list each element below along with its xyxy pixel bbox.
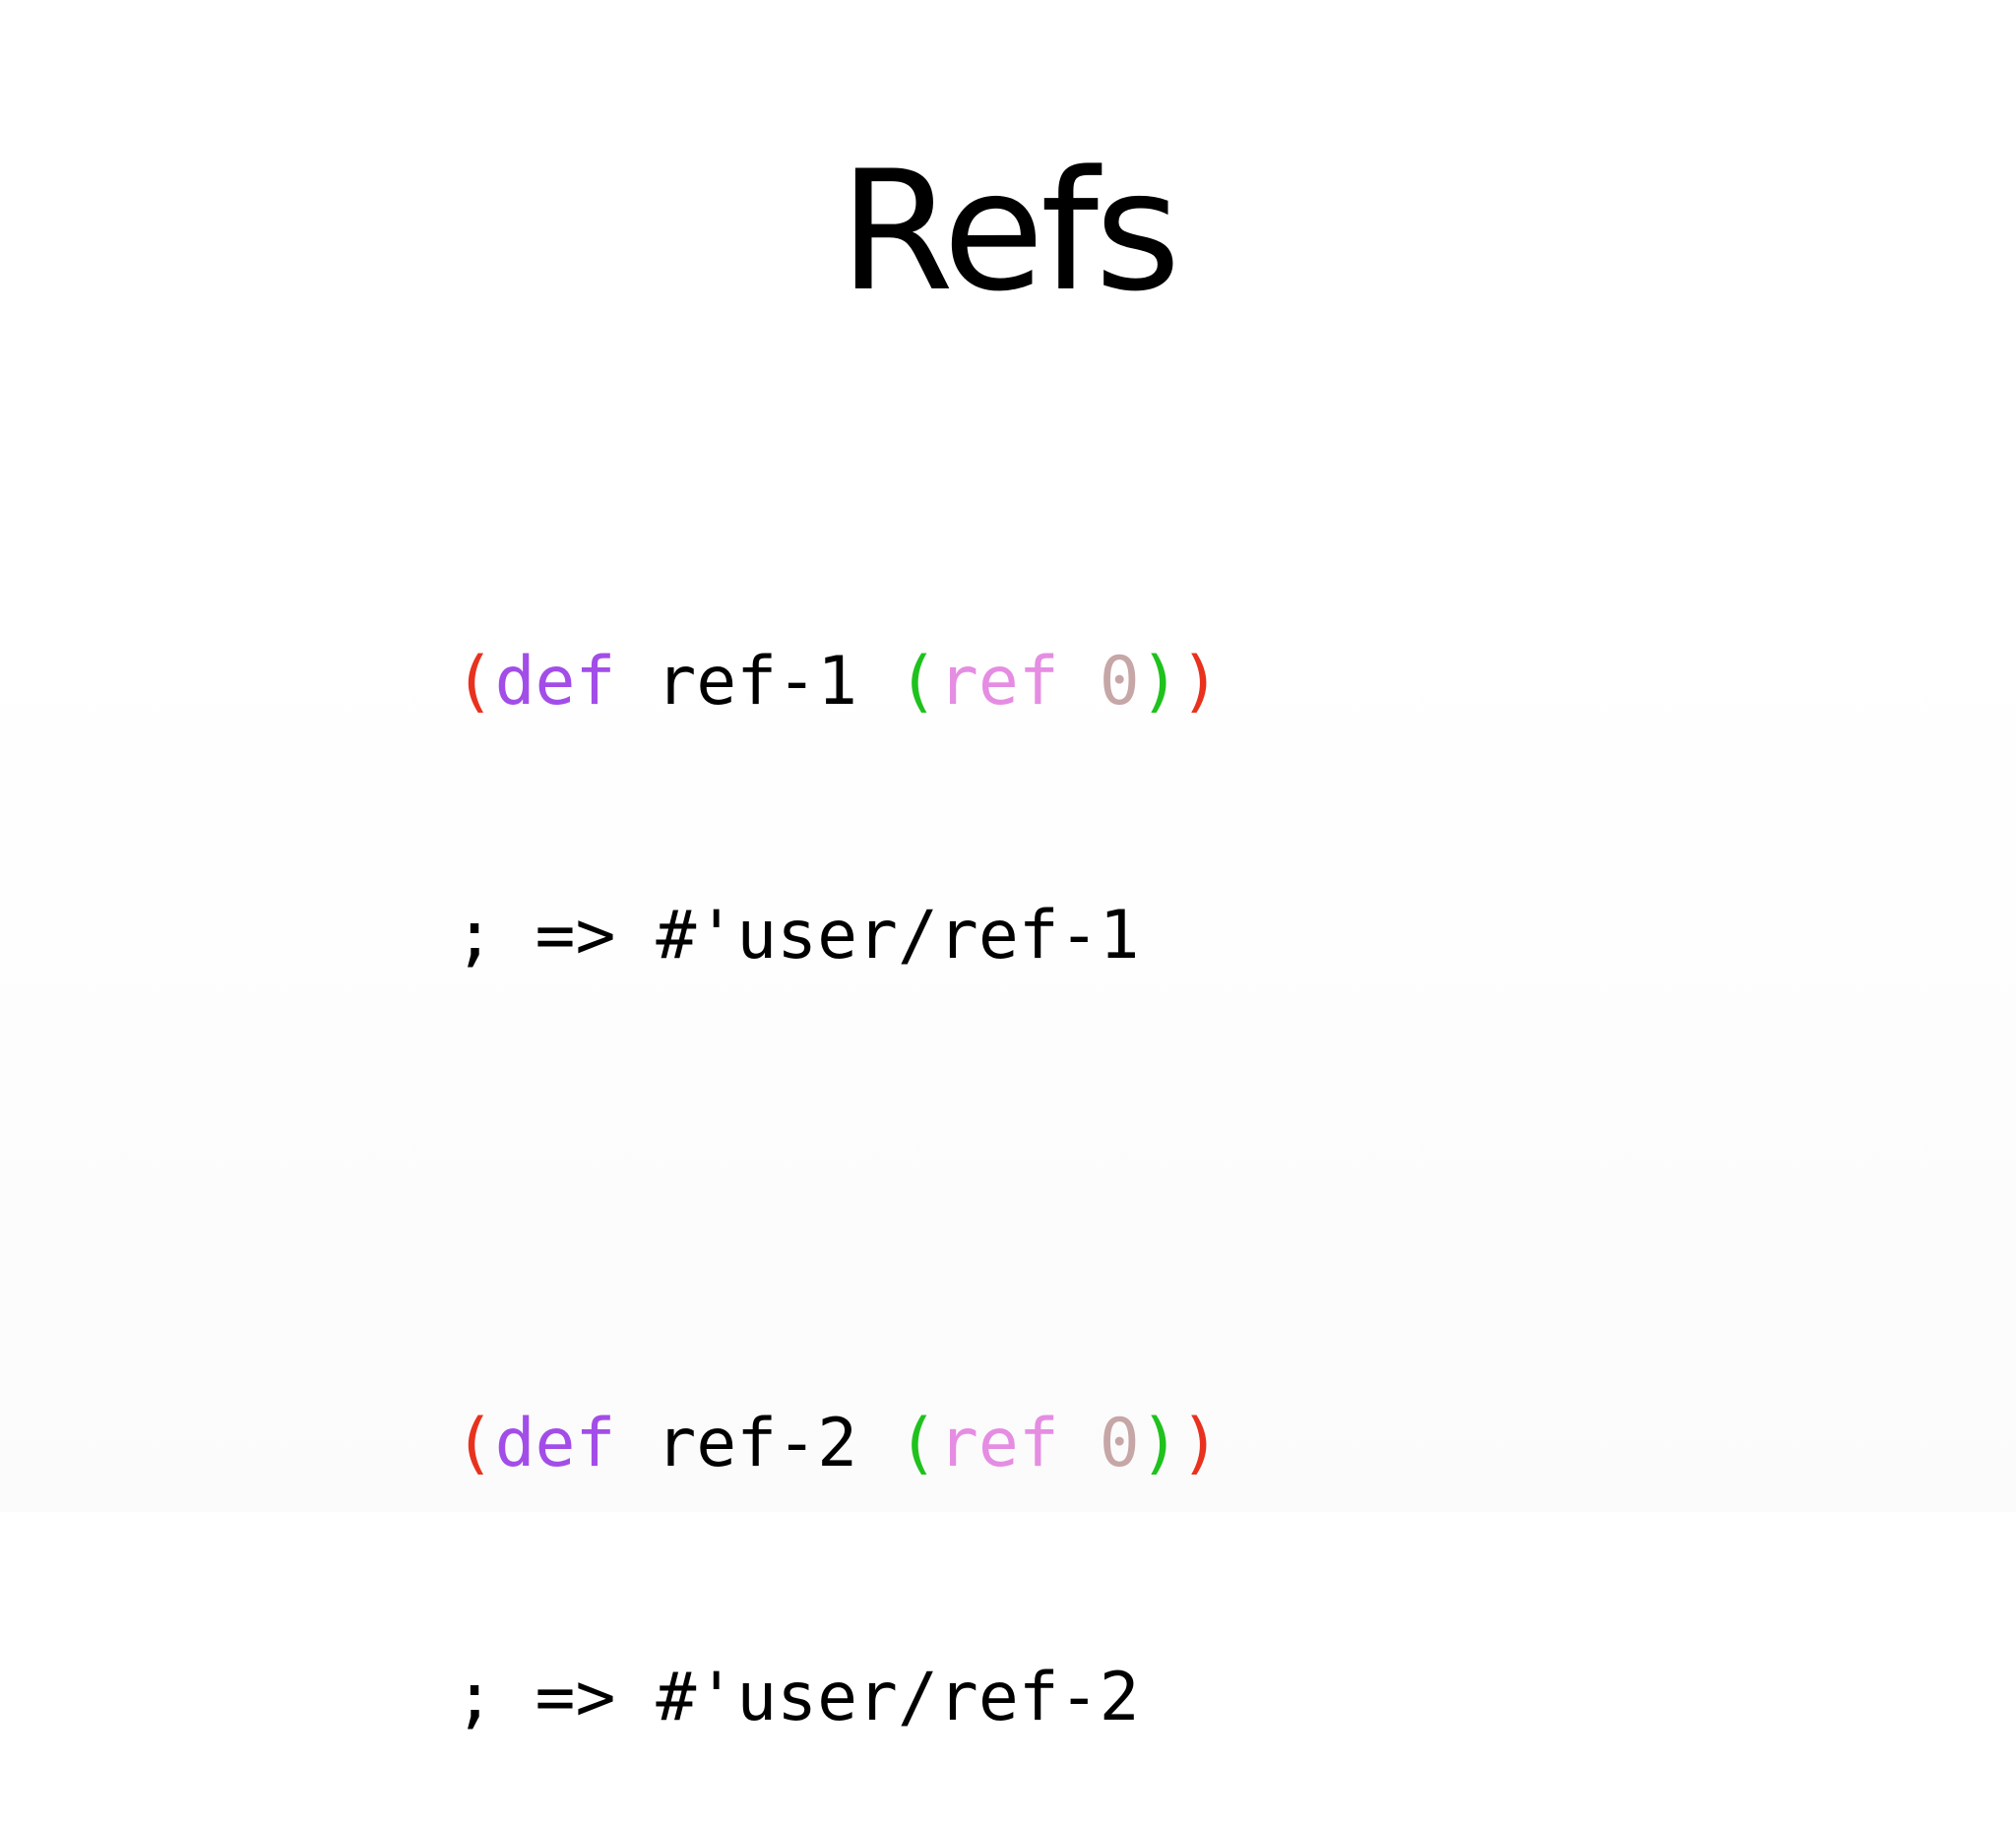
keyword-def: def xyxy=(494,1405,616,1482)
open-paren-outer: ( xyxy=(454,1405,495,1482)
keyword-def: def xyxy=(494,643,616,721)
symbol-name: ref-1 xyxy=(615,643,898,721)
number-literal: 0 xyxy=(1099,1405,1140,1482)
symbol-name: ref-2 xyxy=(615,1405,898,1482)
open-paren-outer: ( xyxy=(454,643,495,721)
close-paren-inner: ) xyxy=(1139,643,1180,721)
code-line-result-ref-1: ; => #'user/ref-1 xyxy=(213,809,1221,975)
close-paren-outer: ) xyxy=(1179,643,1221,721)
code-block: (def ref-1 (ref 0)) ; => #'user/ref-1 (d… xyxy=(213,386,1221,1825)
space xyxy=(1059,643,1100,721)
result-comment: ; => #'user/ref-1 xyxy=(454,897,1140,975)
code-line-def-ref-1: (def ref-1 (ref 0)) xyxy=(213,555,1221,721)
slide: Refs (def ref-1 (ref 0)) ; => #'user/ref… xyxy=(0,0,2016,1736)
code-line-def-ref-2: (def ref-2 (ref 0)) xyxy=(213,1317,1221,1482)
code-line-result-ref-2: ; => #'user/ref-2 xyxy=(213,1571,1221,1736)
space xyxy=(1059,1405,1100,1482)
close-paren-inner: ) xyxy=(1139,1405,1180,1482)
slide-title: Refs xyxy=(839,135,1180,328)
keyword-ref: ref xyxy=(937,643,1059,721)
number-literal: 0 xyxy=(1099,643,1140,721)
keyword-ref: ref xyxy=(937,1405,1059,1482)
result-comment: ; => #'user/ref-2 xyxy=(454,1659,1140,1736)
blank-line xyxy=(213,1063,1221,1148)
open-paren-inner: ( xyxy=(898,1405,938,1482)
open-paren-inner: ( xyxy=(898,643,938,721)
close-paren-outer: ) xyxy=(1179,1405,1221,1482)
